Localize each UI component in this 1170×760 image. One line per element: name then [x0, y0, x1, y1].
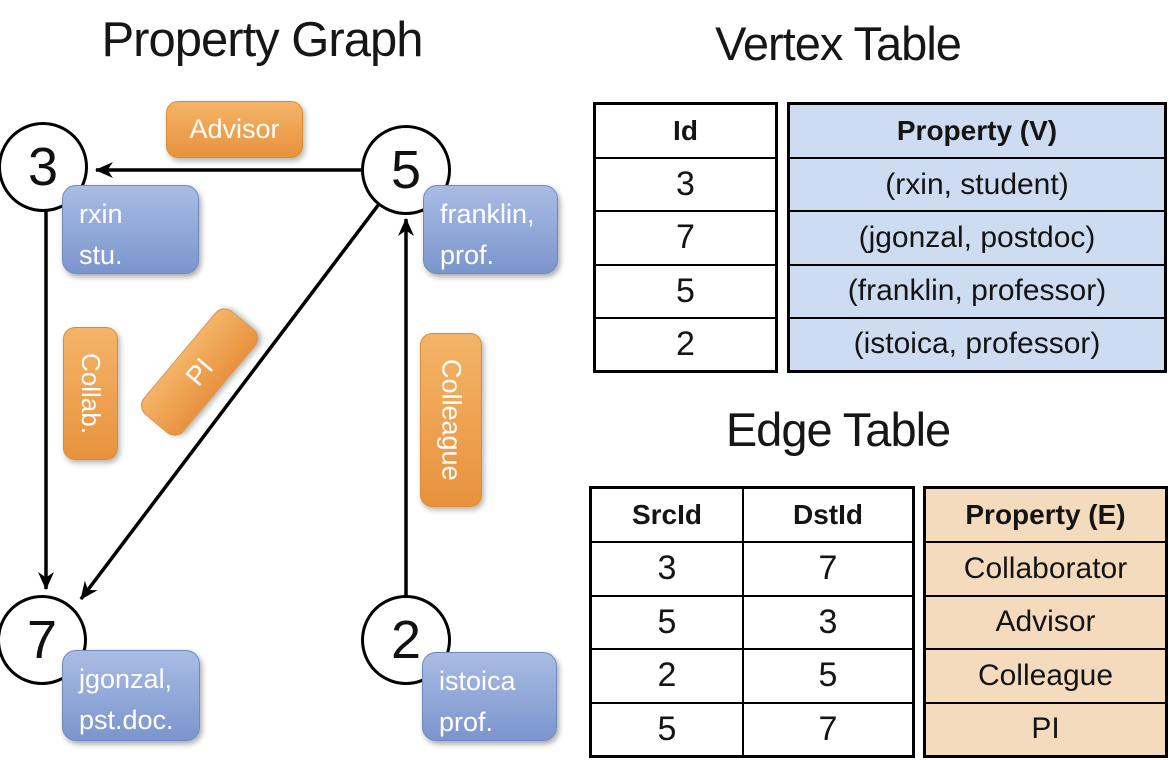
edge-label-colleague: Colleague — [420, 333, 482, 507]
graph-node-5: 5 — [361, 125, 451, 215]
property-line: prof. — [439, 706, 494, 737]
property-line: franklin, — [440, 199, 535, 229]
table-cell: 5 — [592, 594, 742, 649]
edge-table-title: Edge Table — [725, 403, 951, 456]
table-cell: (istoica, professor) — [790, 316, 1164, 370]
column-header-property-e: Property (E) — [965, 499, 1126, 530]
property-line: rxin — [79, 199, 123, 229]
edge-label-collab: Collab. — [63, 327, 118, 460]
column-header-dstid: DstId — [742, 489, 912, 541]
property-line: prof. — [440, 239, 495, 270]
edge-label-text: Advisor — [189, 114, 280, 144]
table-cell: 3 — [592, 541, 742, 595]
vertex-table-property-column: Property (V) (rxin, student) (jgonzal, p… — [787, 102, 1167, 373]
vertex-property-box-istoica: istoica prof. — [422, 652, 557, 741]
table-cell: (franklin, professor) — [790, 263, 1164, 317]
column-header-id: Id — [673, 115, 698, 146]
property-line: pst.doc. — [79, 704, 174, 735]
column-header-property-v: Property (V) — [896, 115, 1058, 146]
edge-table-id-columns: SrcId DstId 3 7 5 3 2 5 5 7 — [589, 486, 915, 758]
edge-label-text: PI — [179, 352, 219, 392]
vertex-table-id-column: Id 3 7 5 2 — [593, 102, 778, 373]
table-cell: (jgonzal, postdoc) — [790, 210, 1164, 263]
property-graph-title: Property Graph — [101, 13, 424, 67]
edge-label-text: Colleague — [436, 359, 467, 481]
table-cell: Colleague — [926, 648, 1165, 702]
property-line: stu. — [79, 239, 123, 270]
graph-node-3: 3 — [0, 122, 88, 212]
edge-label-text: Collab. — [76, 353, 106, 434]
table-cell: 7 — [742, 701, 912, 755]
table-cell: 5 — [596, 263, 775, 317]
table-cell: 3 — [742, 594, 912, 648]
table-cell: PI — [926, 701, 1165, 756]
table-cell: 2 — [596, 316, 775, 370]
table-cell: 3 — [596, 157, 775, 210]
node-id-label: 3 — [27, 137, 59, 197]
edge-table-property-column: Property (E) Collaborator Advisor Collea… — [923, 486, 1168, 758]
vertex-property-box-rxin: rxin stu. — [62, 185, 199, 274]
table-cell: Advisor — [926, 594, 1165, 649]
vertex-table-title: Vertex Table — [715, 17, 962, 70]
property-line: jgonzal, — [79, 664, 173, 694]
table-cell: (rxin, student) — [790, 157, 1164, 210]
column-header-srcid: SrcId — [631, 499, 703, 530]
table-cell: 5 — [742, 648, 912, 702]
edge-label-pi: PI — [136, 303, 263, 441]
vertex-property-box-jgonzal: jgonzal, pst.doc. — [62, 650, 200, 741]
table-cell: 5 — [592, 701, 742, 756]
property-line: istoica — [439, 666, 516, 696]
table-cell: Collaborator — [926, 541, 1165, 595]
edge-label-advisor: Advisor — [166, 101, 303, 158]
table-cell: 7 — [742, 541, 912, 595]
table-cell: 7 — [596, 210, 775, 263]
node-id-label: 2 — [390, 610, 422, 670]
table-cell: 2 — [592, 648, 742, 702]
vertex-property-box-franklin: franklin, prof. — [423, 185, 558, 274]
node-id-label: 7 — [26, 610, 58, 670]
node-id-label: 5 — [390, 140, 422, 200]
